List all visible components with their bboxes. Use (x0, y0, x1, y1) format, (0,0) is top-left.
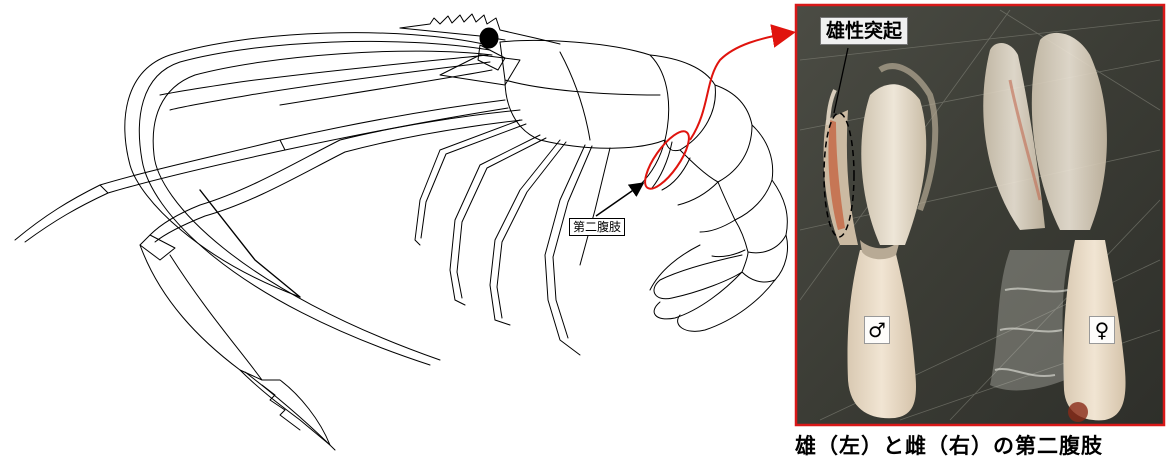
leg-4 (450, 135, 540, 305)
cheliped-carpus (140, 235, 175, 260)
cheliped-arm-2 (155, 120, 522, 242)
pleopod-3 (678, 182, 718, 205)
maxilliped-joint (100, 185, 108, 193)
photo-panel (796, 5, 1164, 425)
antenna-upper (125, 33, 488, 297)
label-pointer (596, 184, 642, 216)
male-icon: ♂ (864, 316, 890, 344)
leg-3 (580, 148, 610, 265)
carapace-groove (560, 52, 590, 140)
second-pleopod-label: 第二腹肢 (569, 218, 625, 236)
appendix-masculina-label: 雄性突起 (820, 17, 908, 45)
antennule-1 (160, 55, 488, 95)
pleopod-highlight (638, 33, 790, 195)
antenna-upper-3 (153, 51, 492, 360)
carapace-lower (505, 80, 660, 95)
abdomen-4 (735, 180, 787, 253)
eye (480, 28, 498, 48)
leg-1 (490, 140, 560, 325)
cheliped-palm (240, 370, 330, 445)
shrimp-drawing (15, 14, 788, 450)
maxilliped-2 (25, 108, 508, 242)
maxilliped-joint-2 (280, 140, 285, 150)
female-icon: ♀ (1089, 316, 1115, 344)
abdomen-3 (718, 125, 773, 220)
callout-curve (690, 33, 790, 140)
pleopod-4 (700, 220, 735, 232)
abdomen-2 (680, 85, 752, 182)
telson (654, 255, 742, 299)
cheliped-propodus (140, 245, 262, 380)
antenna-whip (200, 190, 300, 297)
leg-4b (457, 138, 546, 298)
figure-caption: 雄（左）と雌（右）の第二腹肢 (795, 430, 1165, 460)
leg-5 (415, 120, 520, 245)
female-red-spot (1068, 402, 1088, 422)
leg-5b (421, 124, 526, 238)
